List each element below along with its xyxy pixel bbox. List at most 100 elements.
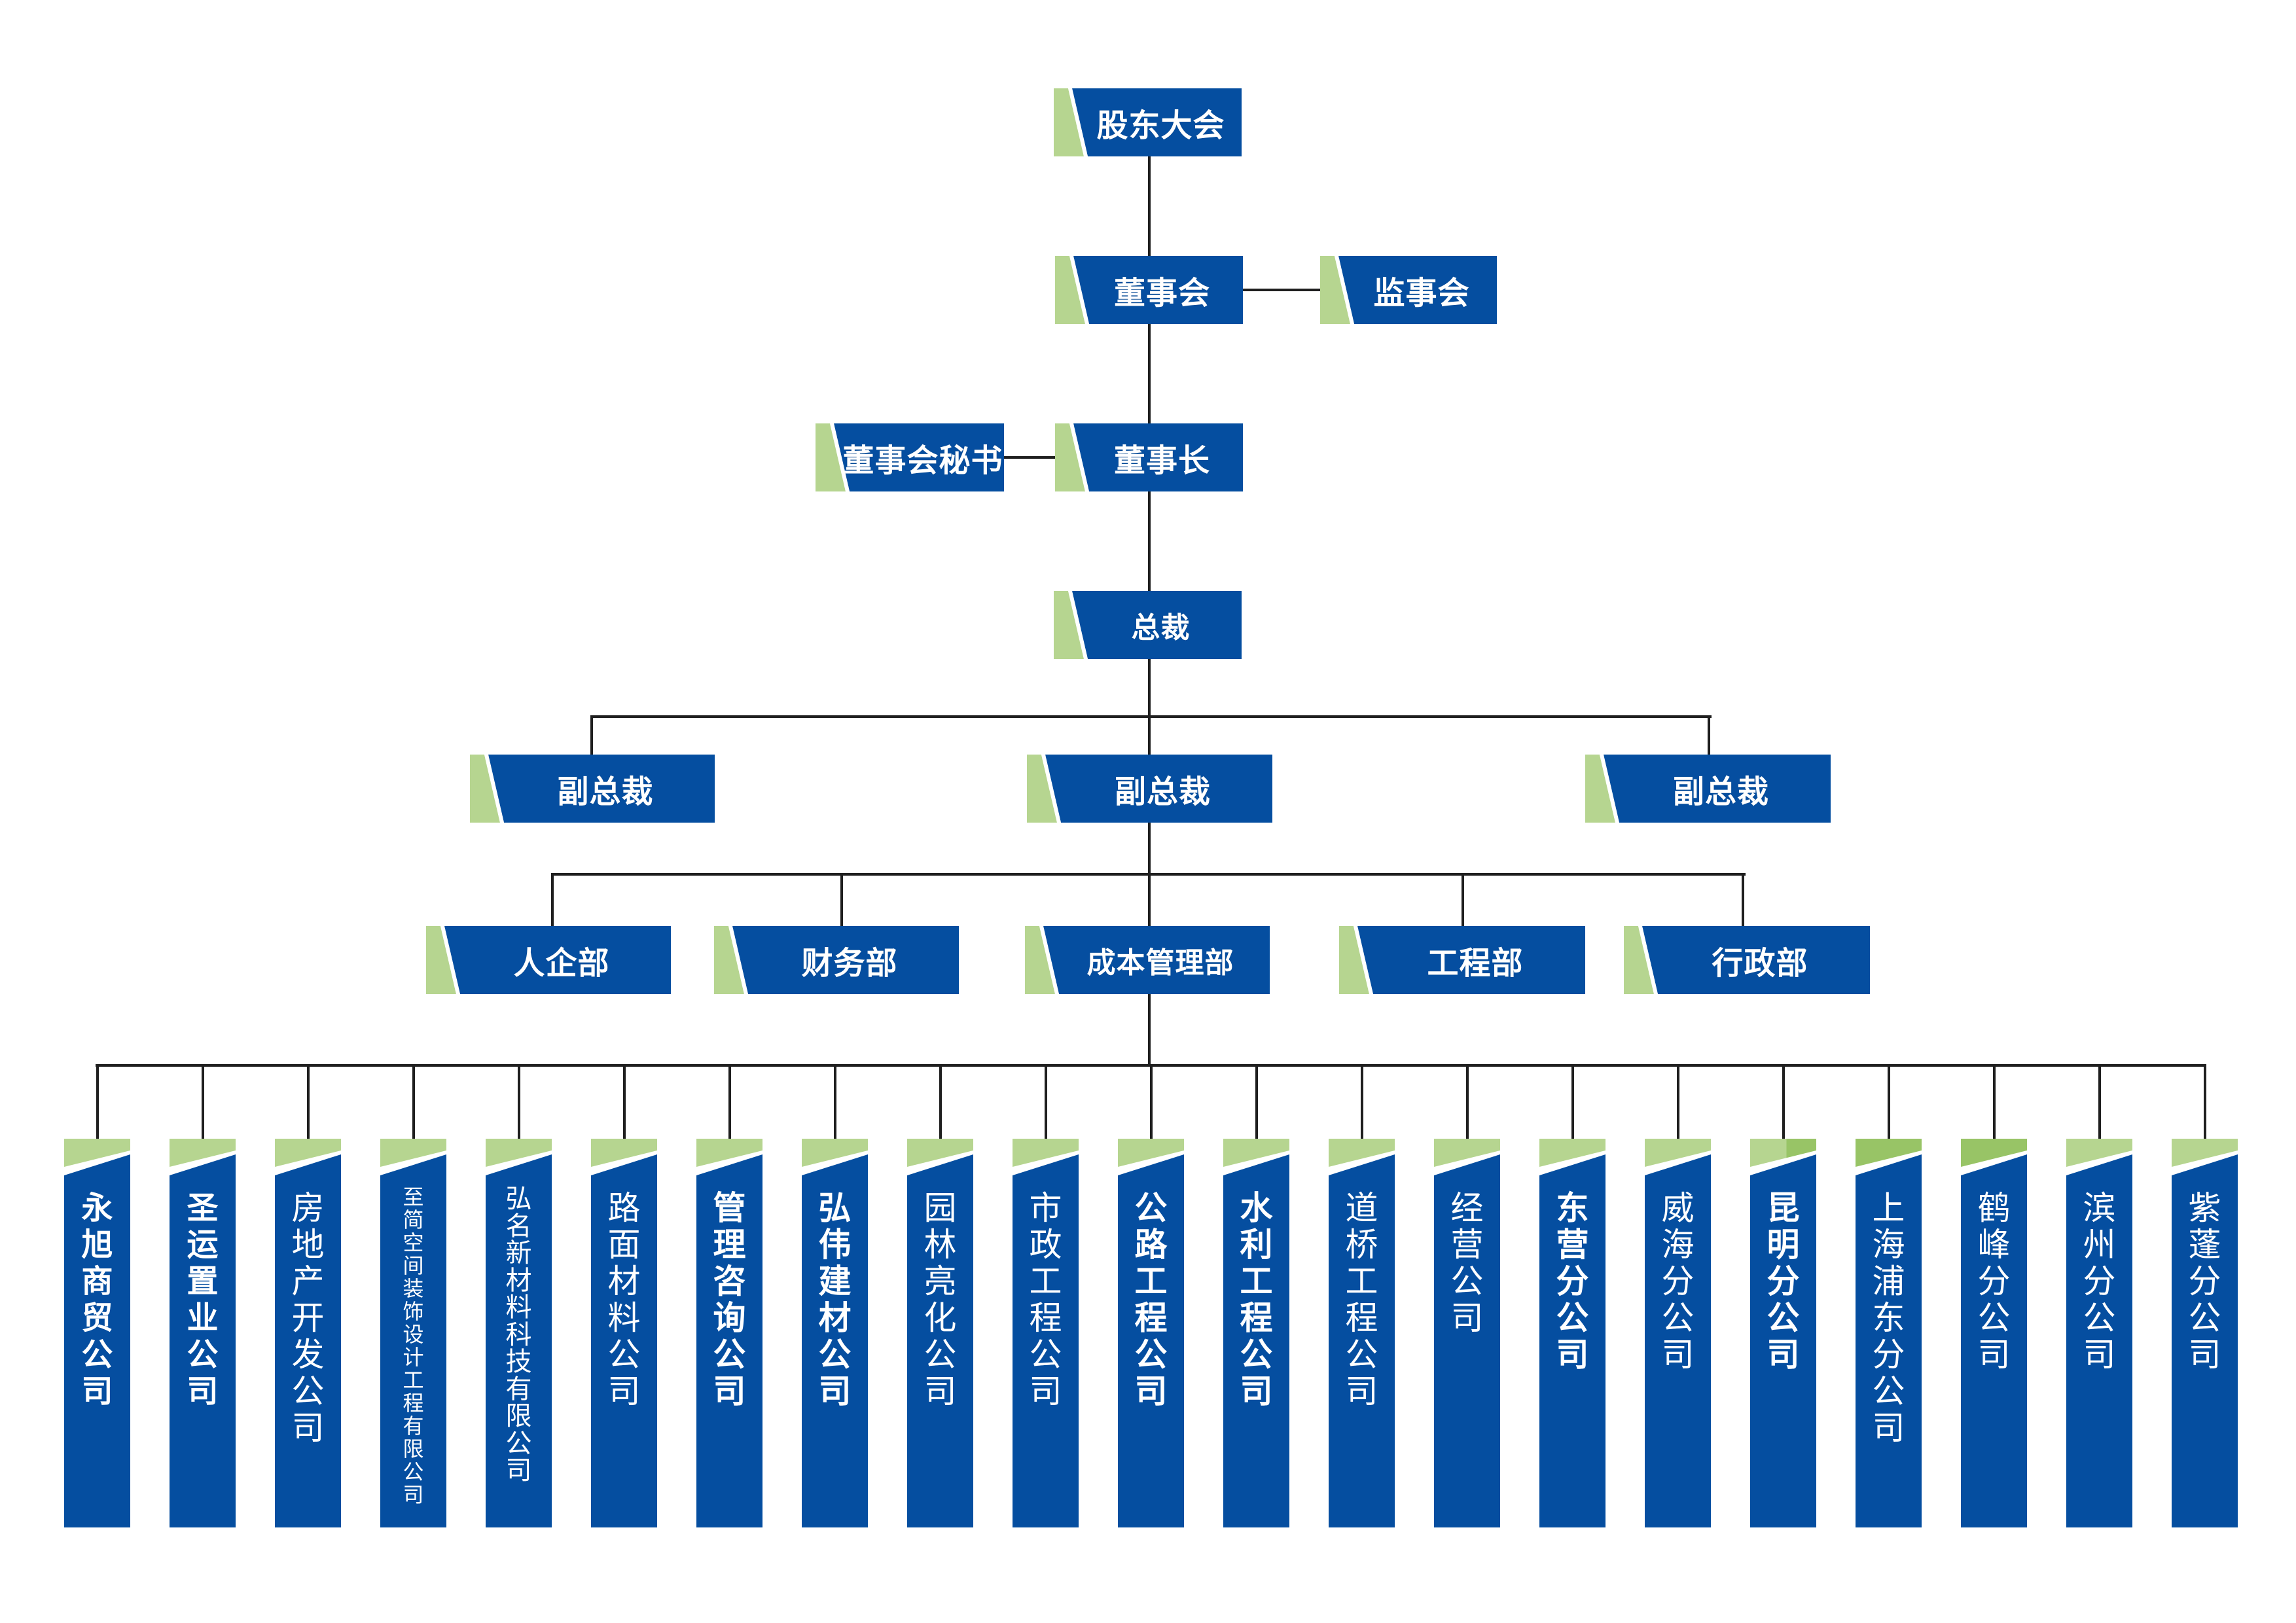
subsidiary-node[interactable]: 园林亮化公司 [907,1139,973,1527]
subsidiary-label: 昆明分公司 [1767,1189,1800,1374]
node-label: 股东大会 [1096,107,1225,144]
subsidiary-node[interactable]: 弘伟建材公司 [802,1139,868,1527]
subsidiary-node[interactable]: 威海分公司 [1645,1139,1711,1527]
node-body: 财务部 [732,926,959,994]
connector-subsidiary-drop [1677,1064,1679,1140]
node-body: 董事会秘书 [834,423,1004,491]
subsidiary-label: 至简空间装饰设计工程有限公司 [403,1185,424,1507]
connector-subsidiary-drop [2204,1064,2206,1140]
node-label: 人企部 [513,945,610,982]
node-body [2066,1154,2132,1527]
subsidiary-label: 滨州分公司 [2083,1189,2116,1374]
connector-dept-drop-admin [1742,873,1744,927]
node-body: 股东大会 [1072,88,1242,156]
connector-subsidiary-drop [939,1064,942,1140]
subsidiary-node[interactable]: 路面材料公司 [591,1139,657,1527]
subsidiary-node[interactable]: 滨州分公司 [2066,1139,2132,1527]
connector-vp-right-drop [1708,715,1710,756]
node-label: 行政部 [1712,945,1808,982]
node-body: 副总裁 [1045,755,1272,823]
connector-subsidiary-drop [1782,1064,1785,1140]
node-president[interactable]: 总裁 [1054,591,1242,659]
subsidiary-node[interactable]: 昆明分公司 [1750,1139,1816,1527]
connector-dept-drop-engineering [1462,873,1464,927]
node-label: 成本管理部 [1086,946,1234,980]
subsidiary-node[interactable]: 紫蓬分公司 [2172,1139,2238,1527]
subsidiary-label: 永旭商贸公司 [81,1190,113,1410]
connector-subsidiary-drop [834,1064,836,1140]
connector-subsidiary-drop [728,1064,731,1140]
node-body [1539,1154,1605,1527]
node-label: 总裁 [1131,611,1191,645]
node-vice-president-2[interactable]: 副总裁 [1027,755,1272,823]
connector-subsidiary-drop [623,1064,626,1140]
node-body [802,1154,868,1527]
node-body [275,1154,341,1527]
node-dept-hr[interactable]: 人企部 [426,926,671,994]
subsidiary-label: 圣运置业公司 [187,1190,219,1410]
subsidiary-node[interactable]: 管理咨询公司 [696,1139,762,1527]
connector-dept-bus [551,873,1746,876]
node-body [1118,1154,1184,1527]
node-board-of-supervisors[interactable]: 监事会 [1320,256,1497,324]
node-body: 工程部 [1357,926,1585,994]
connector-subsidiary-drop [2098,1064,2101,1140]
node-board-of-directors[interactable]: 董事会 [1055,256,1243,324]
node-body [1750,1154,1816,1527]
subsidiary-label: 园林亮化公司 [924,1189,957,1410]
node-body [2172,1154,2238,1527]
subsidiary-label: 道桥工程公司 [1345,1189,1378,1410]
subsidiary-node[interactable]: 鹤峰分公司 [1961,1139,2027,1527]
node-body: 总裁 [1072,591,1242,659]
subsidiary-label: 房地产开发公司 [291,1189,325,1447]
node-label: 监事会 [1373,275,1470,312]
subsidiary-node[interactable]: 上海浦东分公司 [1856,1139,1922,1527]
node-vice-president-3[interactable]: 副总裁 [1585,755,1831,823]
node-body [1013,1154,1079,1527]
node-label: 董事长 [1113,442,1210,479]
connector-subsidiary-drop [1150,1064,1153,1140]
node-body: 监事会 [1338,256,1497,324]
subsidiary-node[interactable]: 弘名新材料科技有限公司 [486,1139,552,1527]
connector-subsidiary-drop [1255,1064,1258,1140]
node-board-secretary[interactable]: 董事会秘书 [816,423,1004,491]
subsidiary-node[interactable]: 公路工程公司 [1118,1139,1184,1527]
node-body [591,1154,657,1527]
subsidiary-node[interactable]: 水利工程公司 [1223,1139,1289,1527]
node-dept-admin[interactable]: 行政部 [1624,926,1870,994]
node-dept-engineering[interactable]: 工程部 [1339,926,1585,994]
connector-subsidiary-drop [518,1064,520,1140]
connector-subsidiary-drop [96,1064,99,1140]
node-label: 副总裁 [557,774,654,810]
connector-subsidiary-drop [412,1064,415,1140]
node-body [1434,1154,1500,1527]
connector-dept-drop-finance [840,873,843,927]
subsidiary-node[interactable]: 市政工程公司 [1013,1139,1079,1527]
subsidiary-node[interactable]: 道桥工程公司 [1329,1139,1395,1527]
node-body: 董事会 [1073,256,1243,324]
node-chairman[interactable]: 董事长 [1055,423,1243,491]
node-body [170,1154,236,1527]
subsidiary-node[interactable]: 房地产开发公司 [275,1139,341,1527]
node-vice-president-1[interactable]: 副总裁 [470,755,715,823]
connector-subsidiary-drop [1888,1064,1890,1140]
connector-subsidiary-drop [1466,1064,1469,1140]
node-dept-finance[interactable]: 财务部 [714,926,959,994]
node-dept-cost-management[interactable]: 成本管理部 [1025,926,1270,994]
connector-subsidiary-drop [1993,1064,1996,1140]
node-shareholders-meeting[interactable]: 股东大会 [1054,88,1242,156]
node-label: 董事会秘书 [842,442,1003,479]
node-body [907,1154,973,1527]
subsidiary-node[interactable]: 东营分公司 [1539,1139,1605,1527]
subsidiary-label: 威海分公司 [1661,1189,1695,1374]
node-body: 副总裁 [1604,755,1831,823]
subsidiary-node[interactable]: 永旭商贸公司 [64,1139,130,1527]
subsidiary-node[interactable]: 经营公司 [1434,1139,1500,1527]
connector-dept-drop-hr [551,873,554,927]
node-body [1856,1154,1922,1527]
subsidiary-node[interactable]: 圣运置业公司 [170,1139,236,1527]
connector-subsidiary-drop [1571,1064,1574,1140]
node-body [1329,1154,1395,1527]
subsidiary-label: 公路工程公司 [1134,1189,1168,1410]
subsidiary-node[interactable]: 至简空间装饰设计工程有限公司 [380,1139,446,1527]
